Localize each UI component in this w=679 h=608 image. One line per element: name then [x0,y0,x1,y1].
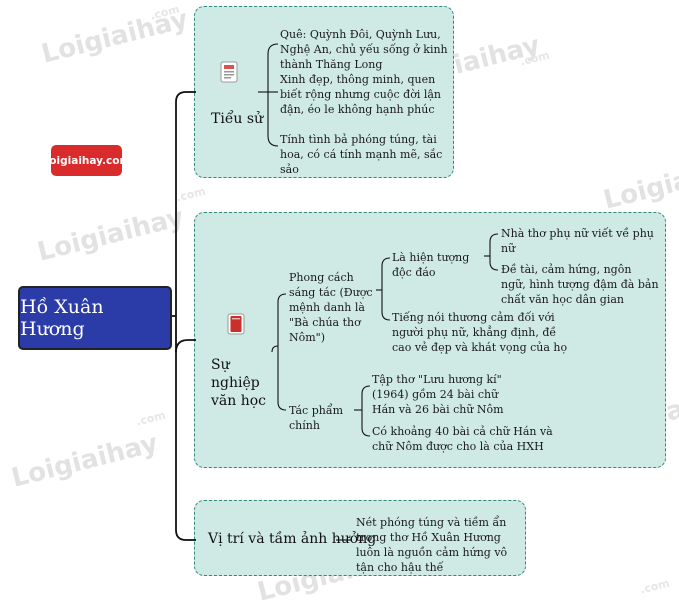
tieu-su-item-que: Quê: Quỳnh Đôi, Quỳnh Lưu, Nghệ An, chủ … [280,28,448,71]
document-icon [220,61,238,83]
logo: Loigiaihay.com [43,145,130,176]
tieu-su-item-xinh-dep: Xinh đẹp, thông minh, quen biết rộng như… [280,73,441,116]
panel-tieu-su [194,6,454,178]
phong-cach-sang-tac: Phong cách sáng tác (Được mệnh danh là "… [289,271,373,344]
tieng-noi-thuong-cam: Tiếng nói thương cảm đối với người phụ n… [392,311,568,354]
vi-tri-text: Nét phóng túng và tiềm ẩn trong thơ Hồ X… [356,516,508,574]
hien-tuong-doc-dao: Là hiện tượng độc đáo [392,251,470,279]
branch-tieu-su-label: Tiểu sử [211,111,264,127]
khoang-40-bai: Có khoảng 40 bài cả chữ Hán và chữ Nôm đ… [372,425,553,453]
branch-su-nghiep-label: Sự nghiệp văn học [211,357,267,409]
tac-pham-chinh: Tác phẩm chính [289,404,343,432]
panel-su-nghiep [194,212,666,468]
nha-tho-phu-nu: Nhà thơ phụ nữ viết về phụ nữ [501,227,654,255]
central-topic: Hồ Xuân Hương [18,286,172,350]
de-tai-cam-hung: Đề tài, cảm hứng, ngôn ngữ, hình tượng đ… [501,263,659,306]
panel-vi-tri [194,500,526,576]
tap-tho-luu-huong-ki: Tập thơ "Lưu hương kí" (1964) gồm 24 bài… [372,373,504,416]
book-icon [227,313,245,335]
tieu-su-item-tinh-tinh: Tính tình bả phóng túng, tài hoa, có cá … [280,133,443,176]
branch-vi-tri-label: Vị trí và tầm ảnh hưởng [208,531,377,547]
